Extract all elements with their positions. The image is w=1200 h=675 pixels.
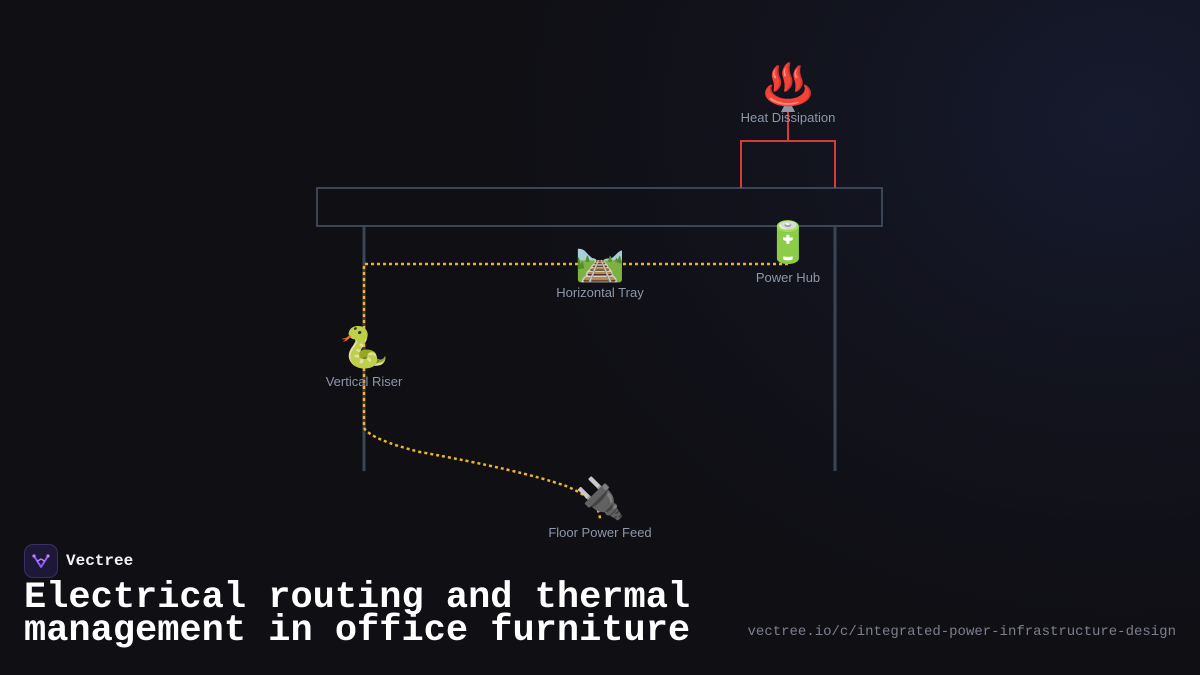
vertical-riser-label: Vertical Riser [326,374,403,389]
floor-power-feed-label: Floor Power Feed [548,525,651,540]
horizontal-tray-node: 🛤️ Horizontal Tray [556,238,644,300]
snake-icon: 🐍 [339,324,389,371]
power-cable-path [362,262,788,521]
vectree-logo-mark [32,554,50,568]
source-url[interactable]: vectree.io/c/integrated-power-infrastruc… [747,624,1176,640]
hot-springs-icon: ♨️ [763,61,813,108]
brand: Vectree [24,544,133,578]
page-title: Electrical routing and thermal managemen… [24,577,691,652]
desk-top [316,187,883,227]
heat-arrow-head [781,98,795,112]
heat-dissipation-node: ♨️ Heat Dissipation [741,61,836,125]
battery-icon: 🔋 [763,219,813,266]
vertical-riser-node: 🐍 Vertical Riser [326,324,403,389]
horizontal-tray-label: Horizontal Tray [556,285,644,300]
railway-track-icon: 🛤️ [575,238,625,284]
power-hub-label: Power Hub [756,270,820,285]
electric-plug-icon: 🔌 [575,475,625,522]
heat-dissipation-label: Heat Dissipation [741,110,836,125]
heat-exhaust-path [740,140,836,188]
floor-power-feed-node: 🔌 Floor Power Feed [548,475,651,540]
vectree-logo-icon [24,544,58,578]
power-hub-node: 🔋 Power Hub [756,219,820,285]
brand-name: Vectree [66,552,134,570]
